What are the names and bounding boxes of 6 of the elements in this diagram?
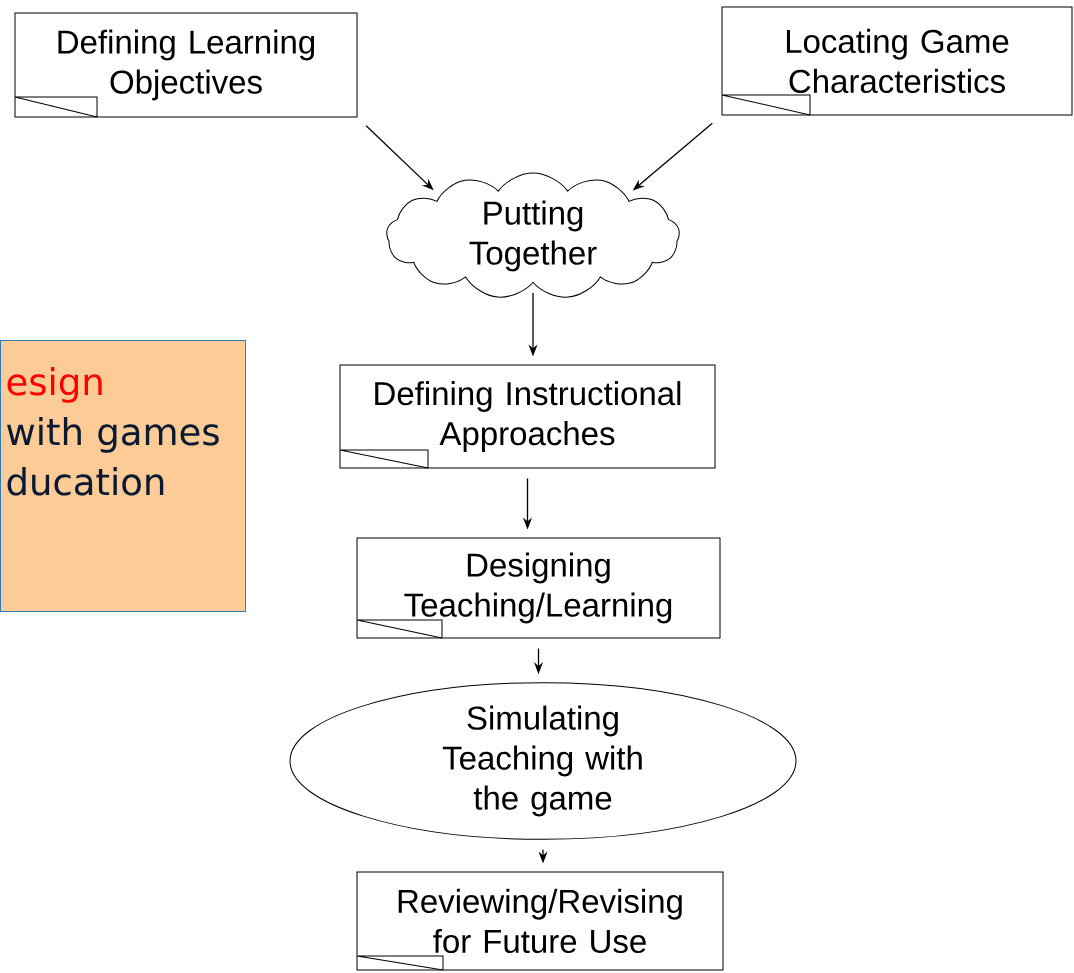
document-box: Locating Game Characteristics	[721, 6, 1073, 116]
text-panel: esign with games ducation	[0, 340, 246, 612]
document-box: Defining Learning Objectives	[14, 12, 358, 118]
document-box: Reviewing/Revising for Future Use	[356, 871, 724, 971]
document-box: Defining Instructional Approaches	[339, 364, 716, 469]
document-box: Designing Teaching/Learning	[356, 537, 721, 639]
